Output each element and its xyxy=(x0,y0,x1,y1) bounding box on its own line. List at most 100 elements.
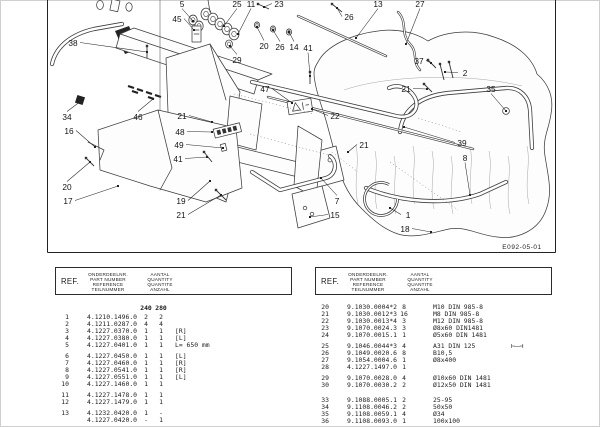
part-cell: 9.1054.0004.6 xyxy=(347,356,398,364)
desc-cell: Ø10x60 DIN 1481 xyxy=(433,374,491,382)
note-cell: L= 650 mm xyxy=(175,341,210,349)
callout-number: 21 xyxy=(177,111,187,121)
callout-number: 20 xyxy=(62,182,72,192)
ref-cell: 29 xyxy=(321,374,329,382)
ref-cell: 21 xyxy=(321,310,329,318)
ref-cell: 13 xyxy=(61,409,69,417)
callout-number: 38 xyxy=(68,38,78,48)
ref-cell: 22 xyxy=(321,317,329,325)
part-cell: 9.1030.0012*3 xyxy=(347,310,398,318)
callout-number: 41 xyxy=(303,43,313,53)
note-cell: [L] xyxy=(175,373,187,381)
q1-cell: 2 xyxy=(144,313,148,321)
qty-cell: 3 xyxy=(402,317,406,325)
ref-cell: 25 xyxy=(321,342,329,350)
q2-cell: 1 xyxy=(159,334,163,342)
qty-cell: 8 xyxy=(402,349,406,357)
ref-cell: 7 xyxy=(65,359,69,367)
callout-number: 18 xyxy=(400,224,410,234)
part-cell: 9.1070.0030.2 xyxy=(347,381,398,389)
qty-cell: 4 xyxy=(402,342,406,350)
q1-cell: - xyxy=(144,416,148,424)
part-cell: 4.1210.1496.0 xyxy=(87,313,138,321)
ref-cell: 20 xyxy=(321,303,329,311)
part-cell: 9.1030.0013*4 xyxy=(347,317,398,325)
q1-cell: 1 xyxy=(144,398,148,406)
callout-number: 14 xyxy=(289,42,299,52)
callout-number: 37 xyxy=(414,56,424,66)
q1-cell: 1 xyxy=(144,366,148,374)
part-cell: 4.1227.0450.0 xyxy=(87,352,138,360)
note-cell: [R] xyxy=(175,359,187,367)
q2-cell: - xyxy=(159,409,163,417)
note-cell: [R] xyxy=(175,366,187,374)
q2-cell: 4 xyxy=(159,320,163,328)
part-cell: 9.1108.0046.2 xyxy=(347,403,398,411)
qty-cell: 2 xyxy=(402,381,406,389)
callout-number: 26 xyxy=(275,42,285,52)
ref-cell: 35 xyxy=(321,410,329,418)
part-cell: 9.1030.0004*2 xyxy=(347,303,398,311)
qty-cell: 1 xyxy=(402,331,406,339)
callout-number: 23 xyxy=(274,0,284,9)
callout-number: 21 xyxy=(401,84,411,94)
desc-cell: 25-95 xyxy=(433,396,453,404)
hopper-hatching xyxy=(343,77,530,215)
part-cell: 9.1108.0093.0 xyxy=(347,417,398,425)
qty-cell: 4 xyxy=(402,410,406,418)
part-cell: 4.1227.0420.0 xyxy=(87,416,138,424)
qty-cell: 2 xyxy=(402,396,406,404)
drawing-code: E092-05-01 xyxy=(502,244,541,251)
part-cell: 4.1227.0460.0 xyxy=(87,359,138,367)
qty-cell: 1 xyxy=(402,356,406,364)
desc-cell: M10 DIN 985-8 xyxy=(433,303,484,311)
part-cell: 9.1088.0005.1 xyxy=(347,396,398,404)
callout-number: 21 xyxy=(176,210,186,220)
note-cell: [L] xyxy=(175,334,187,342)
ref-cell: 30 xyxy=(321,381,329,389)
part-cell: 4.1232.0420.0 xyxy=(87,409,138,417)
diagram-border xyxy=(47,0,556,253)
callout-number: 7 xyxy=(335,196,340,206)
q1-cell: 1 xyxy=(144,359,148,367)
table-header: REF. ONDERDEELNR. PART NUMBER REFERENCE … xyxy=(315,267,552,295)
part-cell: 4.1227.0380.0 xyxy=(87,334,138,342)
q2-cell: 1 xyxy=(159,398,163,406)
callout-number: 17 xyxy=(63,196,73,206)
part-cell: 4.1211.0287.0 xyxy=(87,320,138,328)
callout-number: 15 xyxy=(330,210,340,220)
desc-cell: M12 DIN 985-8 xyxy=(433,317,484,325)
qty-cell: 4 xyxy=(402,374,406,382)
q2-cell: 1 xyxy=(159,341,163,349)
desc-cell: Ø34 xyxy=(433,410,445,418)
part-cell: 4.1227.0551.0 xyxy=(87,373,138,381)
callout-number: 19 xyxy=(176,196,186,206)
q2-cell: 1 xyxy=(159,359,163,367)
ref-cell: 4 xyxy=(65,334,69,342)
ref-cell: 11 xyxy=(61,391,69,399)
q1-cell: 1 xyxy=(144,409,148,417)
q1-cell: 1 xyxy=(144,341,148,349)
sym-cell: ⊢——⊣ xyxy=(511,342,523,350)
callout-number: 48 xyxy=(175,127,185,137)
parts-row: 13 4.1232.0420.0 1 - xyxy=(55,410,297,417)
ref-cell: 26 xyxy=(321,349,329,357)
